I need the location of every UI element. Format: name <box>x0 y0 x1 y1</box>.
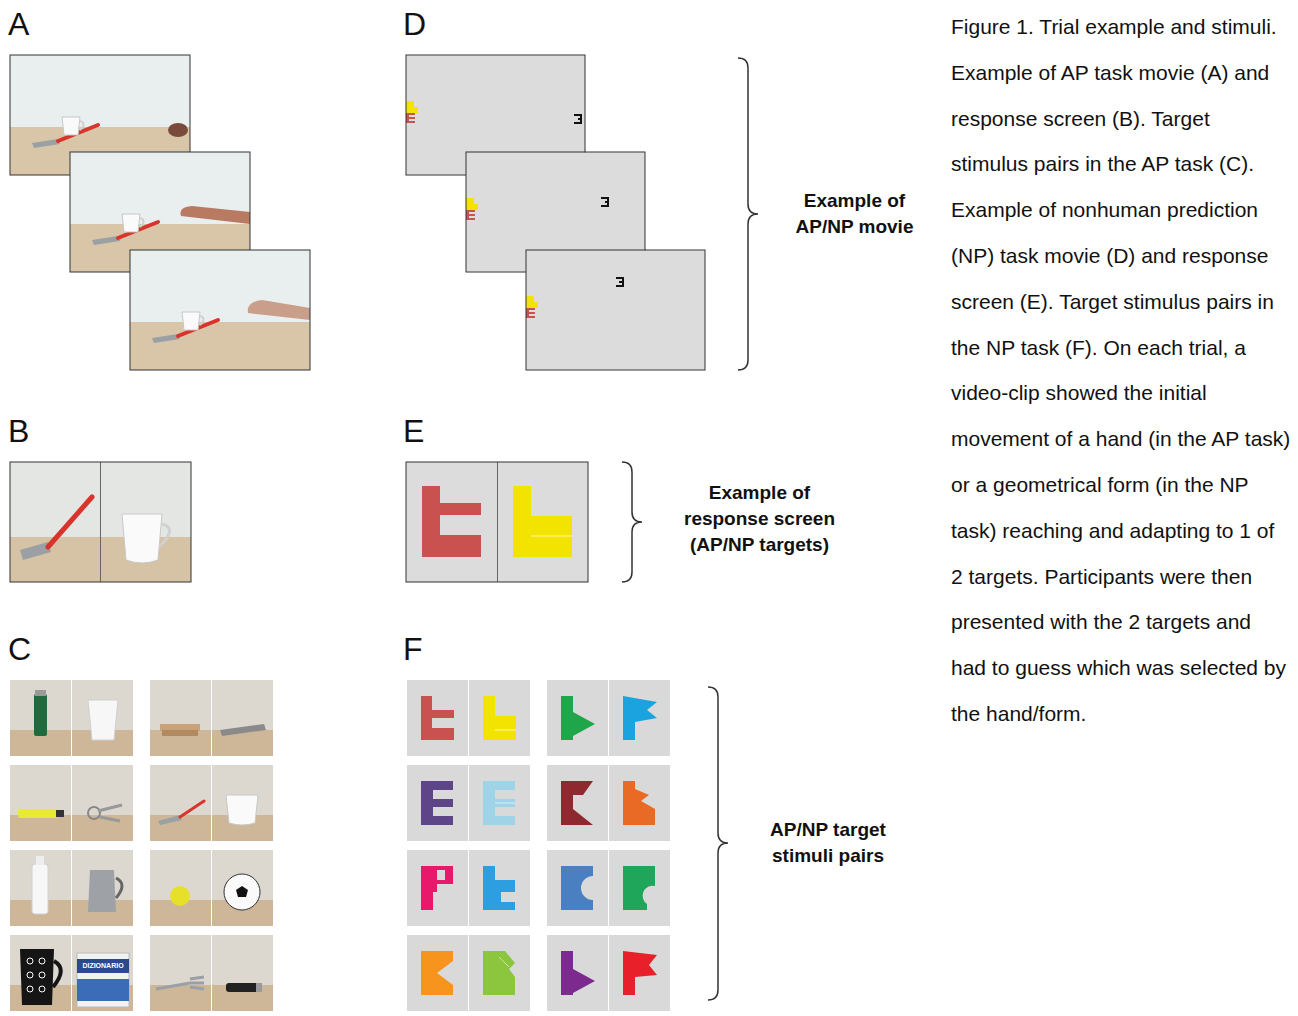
np-response-screen <box>406 462 588 582</box>
panel-letter: F <box>403 633 443 665</box>
panel-letter: A <box>8 8 48 40</box>
ap-response-screen <box>10 462 191 582</box>
np-movie-frame <box>526 250 705 370</box>
book-title: DIZIONARIO <box>77 962 129 969</box>
panel-letter: E <box>403 415 443 447</box>
curly-brace <box>622 462 642 582</box>
curly-brace <box>708 687 728 1000</box>
panel-letter: B <box>8 415 48 447</box>
curly-brace <box>738 58 758 370</box>
brace-label: Example of response screen (AP/NP target… <box>677 480 842 558</box>
panel-letter: D <box>403 8 443 40</box>
np-target-pairs <box>407 680 670 1011</box>
ap-movie-frame <box>130 250 310 370</box>
brace-label: Example of AP/NP movie <box>782 188 927 240</box>
brace-label: AP/NP target stimuli pairs <box>758 817 898 869</box>
panel-letter: C <box>8 633 48 665</box>
figure-caption: Figure 1. Trial example and stimuli. Exa… <box>951 4 1291 737</box>
ap-target-pairs <box>10 680 273 1011</box>
